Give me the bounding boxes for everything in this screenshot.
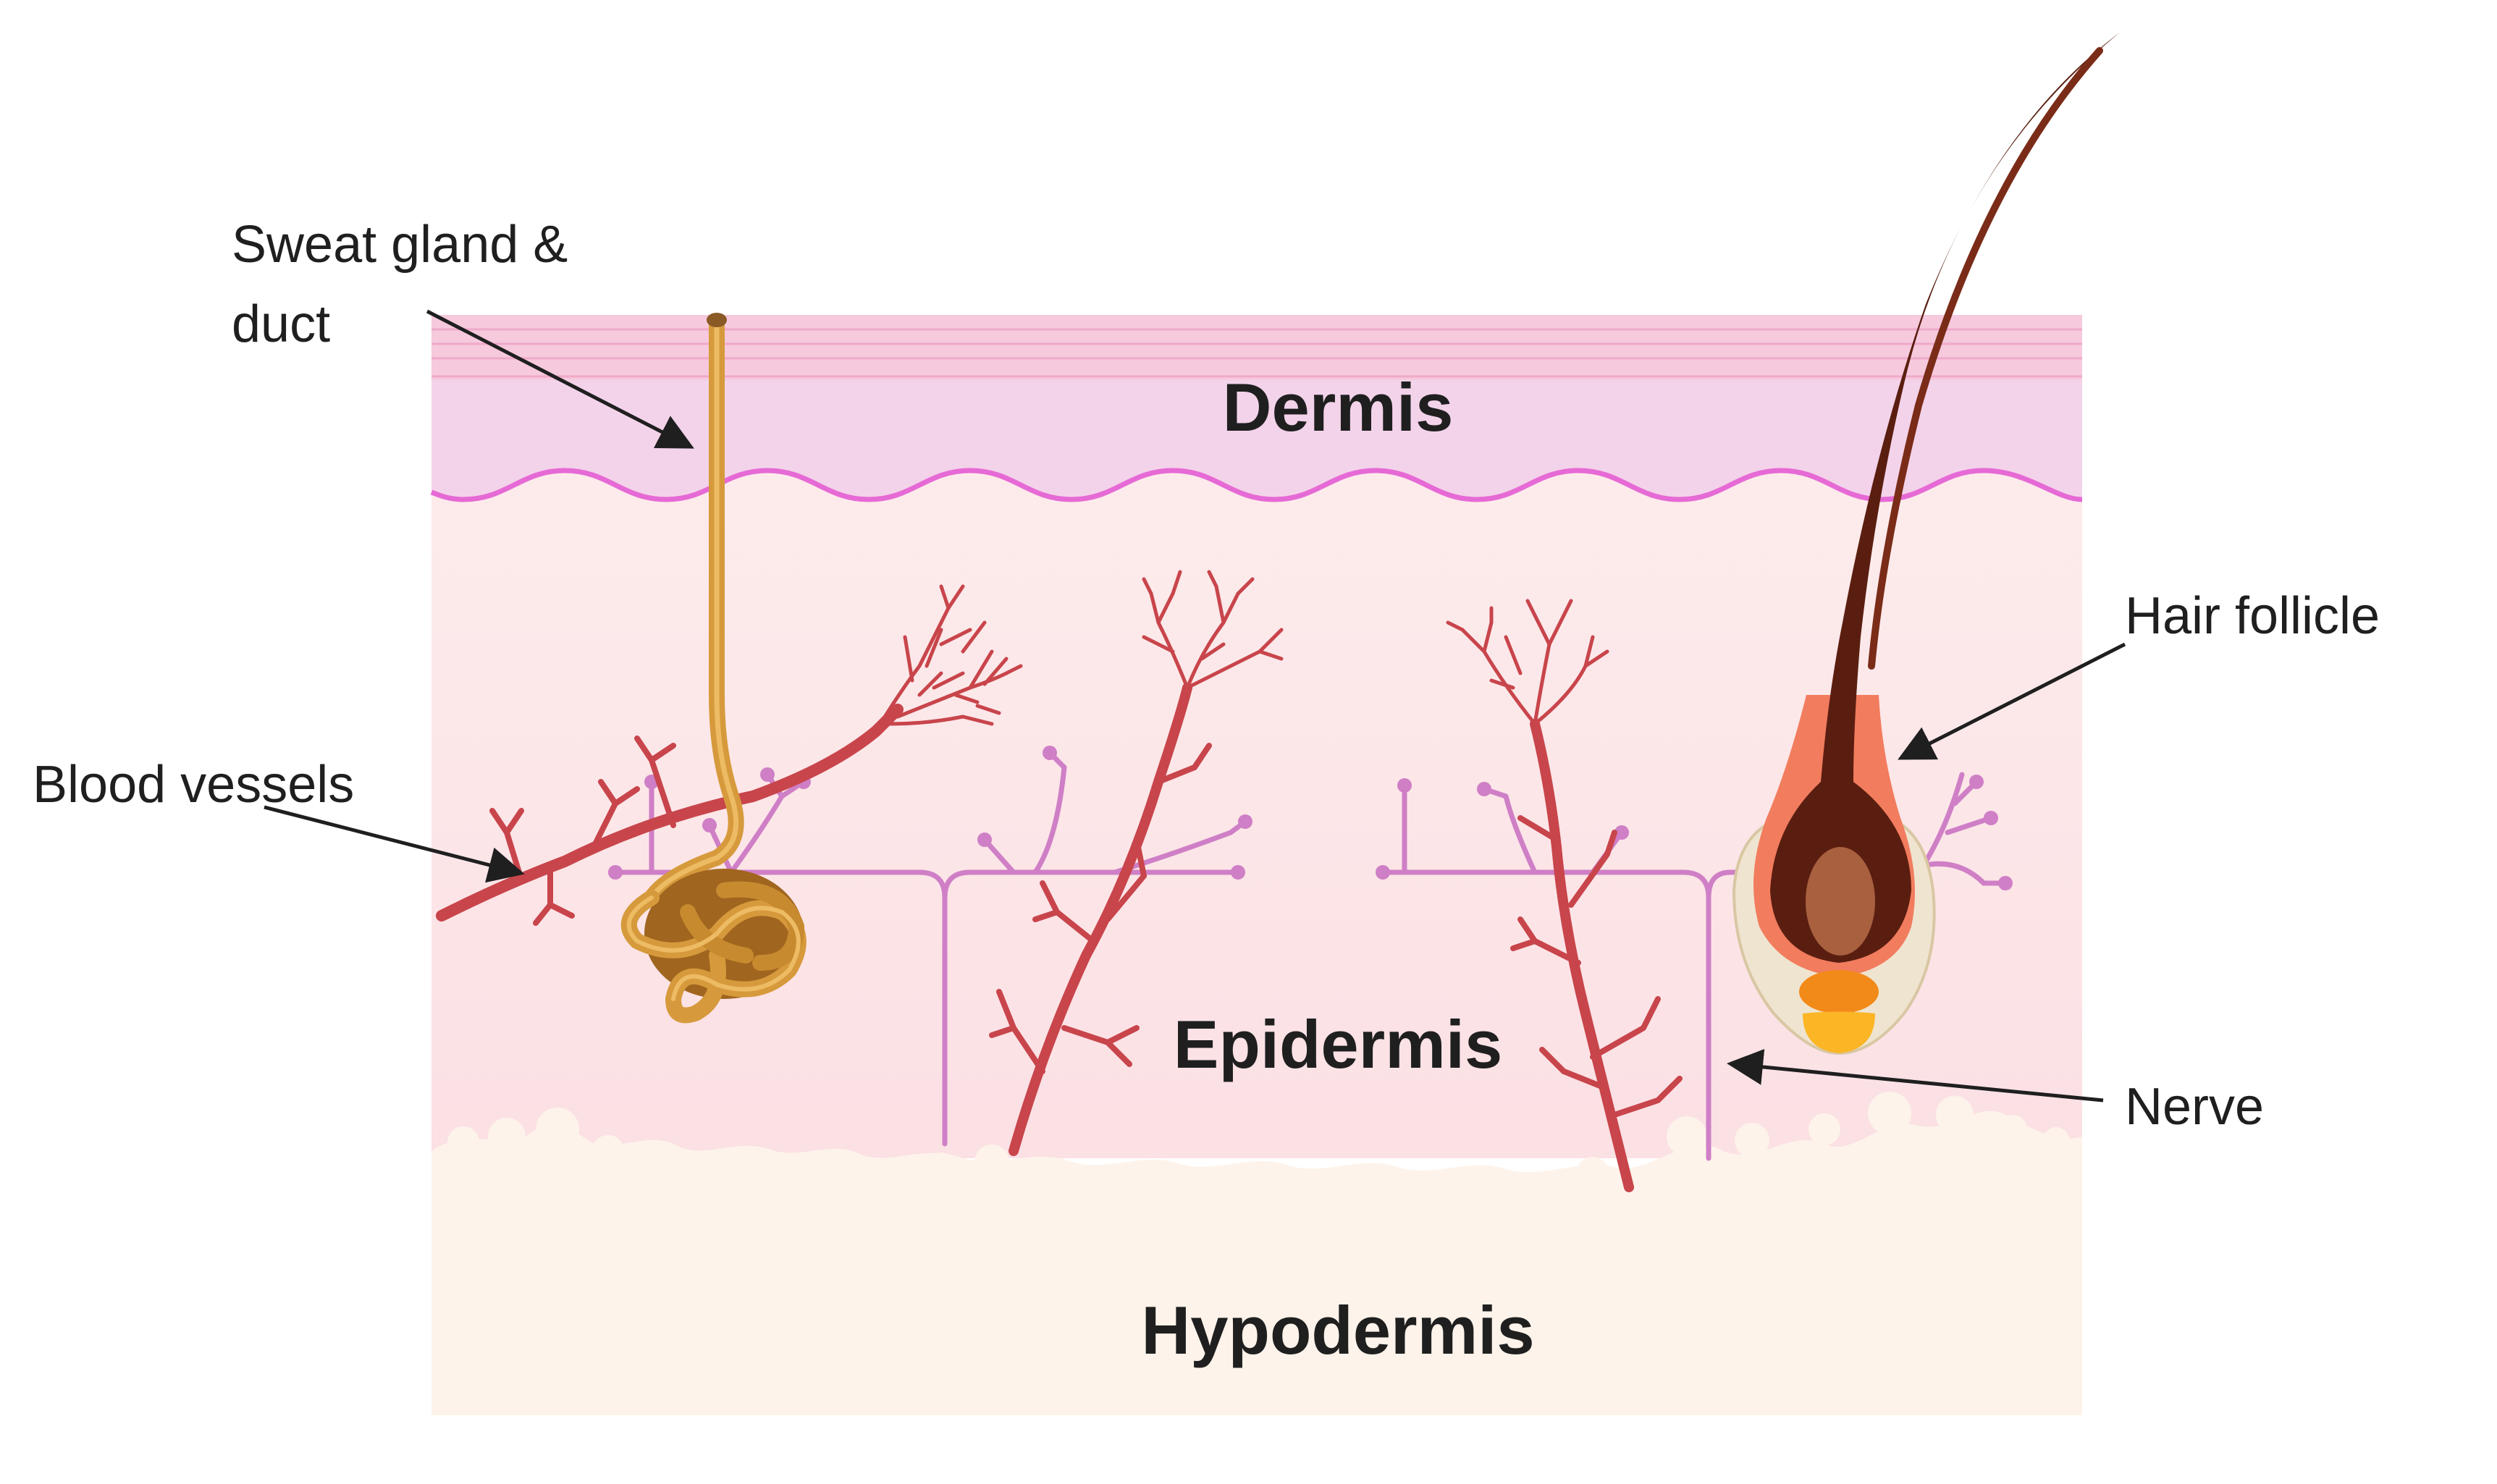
arrow-hair-follicle <box>1898 642 2126 760</box>
hair-highlight <box>1868 47 2103 670</box>
fat-bubbles <box>447 1092 2069 1189</box>
dermis-wavy-border <box>430 468 2083 502</box>
blood-vessels <box>436 570 1683 1192</box>
arrow-sweat-gland <box>426 309 694 449</box>
sweat-gland-coil <box>620 869 807 1024</box>
hair-follicle-structure <box>1732 33 2120 1055</box>
arrow-nerve <box>1727 1049 2104 1103</box>
callout-sweat-gland-line1: Sweat gland & <box>232 216 568 274</box>
label-dermis: Dermis <box>1223 369 1454 445</box>
hypodermis-layer <box>431 1110 2082 1415</box>
label-hypodermis: Hypodermis <box>1141 1292 1534 1368</box>
sweat-gland <box>620 313 807 1024</box>
hair-bulb-inner <box>1806 847 1875 956</box>
callout-blood-vessels: Blood vessels <box>33 756 354 814</box>
top-band <box>431 315 2082 380</box>
label-epidermis: Epidermis <box>1174 1006 1503 1082</box>
callout-hair-follicle: Hair follicle <box>2125 587 2380 645</box>
nerve-endings <box>608 746 2013 890</box>
hair-shaft <box>1770 33 2120 963</box>
dermal-papilla-upper <box>1799 970 1879 1013</box>
dermis-layer <box>431 369 2082 499</box>
callout-nerve: Nerve <box>2125 1078 2264 1136</box>
arrow-blood-vessels <box>264 805 525 883</box>
top-band-lines <box>431 328 2082 378</box>
dermal-papilla-lower <box>1803 1011 1875 1053</box>
leader-arrows <box>264 309 2126 1103</box>
callout-sweat-gland-line2: duct <box>232 295 330 353</box>
nerve-network <box>612 750 2008 1161</box>
